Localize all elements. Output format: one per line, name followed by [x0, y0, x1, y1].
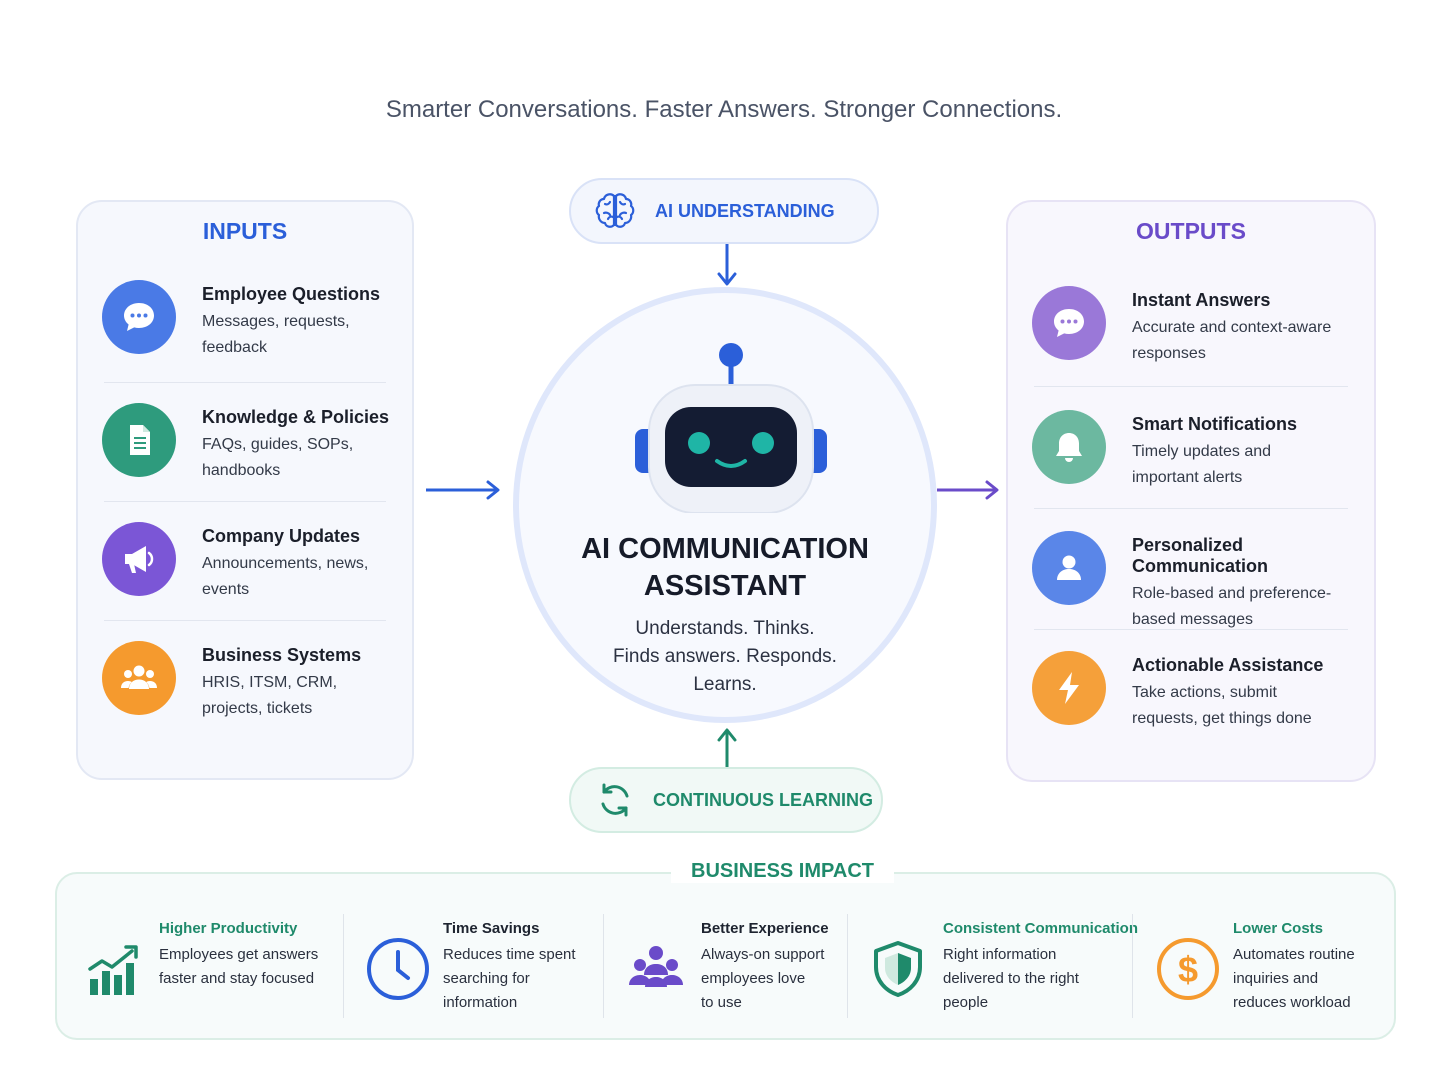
input-item-knowledge-policies: Knowledge & Policies FAQs, guides, SOPs,… — [102, 401, 389, 521]
megaphone-icon — [102, 522, 176, 596]
up-arrow-icon — [717, 728, 737, 768]
input-item-company-updates: Company Updates Announcements, news,even… — [102, 520, 368, 640]
divider — [1034, 629, 1348, 630]
outputs-title: OUTPUTS — [1136, 218, 1246, 244]
impact-item-productivity: Higher Productivity Employees get answer… — [81, 920, 318, 1002]
robot-icon — [635, 343, 827, 513]
svg-text:$: $ — [1178, 949, 1198, 990]
document-icon — [102, 403, 176, 477]
impact-heading: Time Savings — [443, 920, 540, 937]
core-subtitle: Understands. Thinks.Finds answers. Respo… — [613, 618, 837, 695]
item-desc: Messages, requests,feedback — [202, 313, 350, 356]
user-icon — [1032, 531, 1106, 605]
item-title: Actionable Assistance — [1132, 655, 1324, 675]
outputs-panel: OUTPUTS Instant Answers Accurate and con… — [1006, 200, 1376, 782]
item-title: Company Updates — [202, 526, 361, 546]
item-desc: Announcements, news,events — [202, 555, 369, 598]
chat-bubble-icon — [1032, 286, 1106, 360]
ai-understanding-pill: AI UNDERSTANDING — [569, 178, 879, 244]
input-item-employee-questions: Employee Questions Messages, requests,fe… — [102, 278, 380, 398]
impact-item-consistent-communication: Consistent Communication Right informati… — [865, 920, 1138, 1015]
right-arrow-icon — [937, 480, 999, 500]
team-icon — [623, 936, 689, 1002]
divider — [847, 914, 848, 1018]
business-impact-title: BUSINESS IMPACT — [671, 860, 894, 883]
impact-heading: Higher Productivity — [159, 920, 298, 937]
item-title: Personalized Communication — [1132, 535, 1269, 576]
impact-heading: Lower Costs — [1233, 920, 1324, 937]
dollar-coin-icon: $ — [1155, 936, 1221, 1002]
item-title: Instant Answers — [1132, 290, 1271, 310]
item-desc: HRIS, ITSM, CRM,projects, tickets — [202, 674, 338, 717]
item-desc: Role-based and preference-based messages — [1132, 585, 1332, 628]
divider — [104, 382, 386, 383]
divider — [1034, 508, 1348, 509]
impact-heading: Consistent Communication — [943, 920, 1139, 937]
down-arrow-icon — [717, 244, 737, 286]
continuous-learning-pill: CONTINUOUS LEARNING — [569, 767, 883, 833]
chat-bubble-icon — [102, 280, 176, 354]
output-item-instant-answers: Instant Answers Accurate and context-awa… — [1032, 284, 1331, 404]
input-item-business-systems: Business Systems HRIS, ITSM, CRM,project… — [102, 639, 361, 759]
ai-understanding-label: AI UNDERSTANDING — [655, 200, 835, 221]
business-impact-panel: BUSINESS IMPACT Higher Productivity Empl… — [55, 860, 1396, 1040]
output-item-actionable-assistance: Actionable Assistance Take actions, subm… — [1032, 649, 1323, 769]
growth-chart-icon — [81, 936, 147, 1002]
bell-icon — [1032, 410, 1106, 484]
divider — [104, 620, 386, 621]
brain-icon — [591, 187, 639, 235]
impact-heading: Better Experience — [701, 920, 829, 937]
people-group-icon — [102, 641, 176, 715]
item-title: Business Systems — [202, 645, 362, 665]
tagline: Smarter Conversations. Faster Answers. S… — [385, 96, 1063, 123]
output-item-personalized-communication: Personalized Communication Role-based an… — [1032, 529, 1374, 649]
divider — [603, 914, 604, 1018]
item-title: Employee Questions — [202, 284, 381, 304]
divider — [1132, 914, 1133, 1018]
divider — [343, 914, 344, 1018]
right-arrow-icon — [426, 480, 500, 500]
inputs-panel: INPUTS Employee Questions Messages, requ… — [76, 200, 414, 780]
item-desc: FAQs, guides, SOPs,handbooks — [202, 436, 354, 479]
divider — [1034, 386, 1348, 387]
inputs-title: INPUTS — [202, 218, 288, 244]
item-title: Knowledge & Policies — [202, 407, 390, 427]
clock-icon — [365, 936, 431, 1002]
shield-icon — [865, 936, 931, 1002]
divider — [104, 501, 386, 502]
lightning-bolt-icon — [1032, 651, 1106, 725]
continuous-learning-label: CONTINUOUS LEARNING — [653, 789, 873, 810]
item-title: Smart Notifications — [1132, 414, 1298, 434]
refresh-icon — [591, 776, 639, 824]
